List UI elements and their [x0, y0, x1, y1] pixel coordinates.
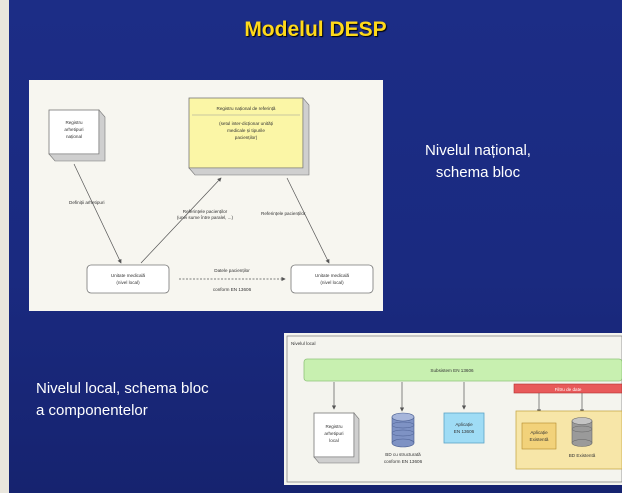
edge-label-bottom1: Datele pacienților: [214, 268, 250, 273]
structured-db-line1: BD cu structurată: [385, 452, 421, 457]
arrow-registry-to-unit: [286, 177, 330, 264]
existing-app-box: Aplicație Existentă: [521, 422, 557, 450]
medical-unit-right-line1: Unitate medicală: [315, 273, 350, 278]
national-registry-title: Registru național de referință: [217, 106, 276, 111]
subsystem-label: Subsistem EN 13606: [430, 368, 474, 373]
national-diagram: Registru arhetipuri național Registru na…: [29, 80, 383, 311]
archetype-registry-line3: național: [66, 134, 82, 139]
local-registry-line3: local: [329, 438, 338, 443]
medical-unit-left-line2: (nivel local): [116, 280, 140, 285]
en13606-app-line2: EN 13606: [454, 429, 475, 434]
national-caption-line2: schema bloc: [435, 164, 521, 181]
edge-label-center2: (unei sume între paralel, ...): [177, 215, 234, 220]
local-registry-box: Registru arhetipuri local: [313, 412, 360, 464]
existing-db-label: BD Existentă: [569, 453, 596, 458]
edge-label-right: Referințele pacienților: [261, 211, 306, 216]
edge-label-left: Definiții arhetipuri: [69, 200, 105, 205]
existing-app-line2: Existentă: [530, 437, 549, 442]
national-caption-line1: Nivelul național,: [425, 142, 531, 159]
medical-unit-right-line2: (nivel local): [320, 280, 344, 285]
local-caption: Nivelul local, schema bloc a componentel…: [36, 378, 276, 422]
slide-title: Modelul DESP: [244, 18, 387, 41]
local-caption-line2: a componentelor: [36, 402, 148, 419]
national-caption: Nivelul național, schema bloc: [403, 140, 553, 184]
local-diagram-svg: Nivelul local Subsistem EN 13606 Filtru …: [286, 335, 622, 483]
edge-label-bottom2: conform EN 13606: [213, 287, 252, 292]
medical-unit-right: Unitate medicală (nivel local): [290, 264, 374, 294]
archetype-registry-line1: Registru: [65, 120, 83, 125]
medical-unit-left-line1: Unitate medicală: [111, 273, 146, 278]
national-diagram-svg: Registru arhetipuri național Registru na…: [48, 97, 374, 294]
national-registry-text2: medicale și tipurile: [227, 128, 265, 133]
slide: Modelul DESP Registru arhetipuri naționa…: [9, 0, 622, 493]
arrow-archetype-to-unit: [73, 163, 122, 264]
local-caption-line1: Nivelul local, schema bloc: [36, 380, 209, 397]
national-registry-text1: (setul inter-dicționar unități: [219, 121, 273, 126]
filter-bar-label: Filtru de date: [555, 387, 582, 392]
national-registry-text3: pacienților): [235, 135, 258, 140]
local-frame: [286, 335, 622, 483]
medical-unit-left: Unitate medicală (nivel local): [86, 264, 170, 294]
local-registry-line2: arhetipuri: [324, 431, 343, 436]
national-registry-box: Registru național de referință (setul in…: [188, 97, 310, 176]
subsystem-bar: [303, 358, 622, 382]
arrow-unit-to-registry: [140, 177, 222, 264]
archetype-registry-line2: arhetipuri: [64, 127, 83, 132]
local-frame-label: Nivelul local: [291, 341, 316, 346]
existing-app-line1: Aplicație: [530, 430, 548, 435]
edge-label-center1: Referințele pacienților: [183, 209, 228, 214]
structured-db-icon: [391, 412, 415, 448]
filter-bar: [513, 383, 622, 394]
archetype-registry-box: Registru arhetipuri național: [48, 109, 106, 162]
existing-db-icon: [571, 417, 593, 447]
local-registry-line1: Registru: [325, 424, 343, 429]
en13606-app-line1: Aplicație: [455, 422, 473, 427]
structured-db-line2: conform EN 13606: [384, 459, 423, 464]
en13606-app-box: Aplicație EN 13606: [443, 412, 485, 444]
local-diagram: Nivelul local Subsistem EN 13606 Filtru …: [284, 333, 622, 485]
